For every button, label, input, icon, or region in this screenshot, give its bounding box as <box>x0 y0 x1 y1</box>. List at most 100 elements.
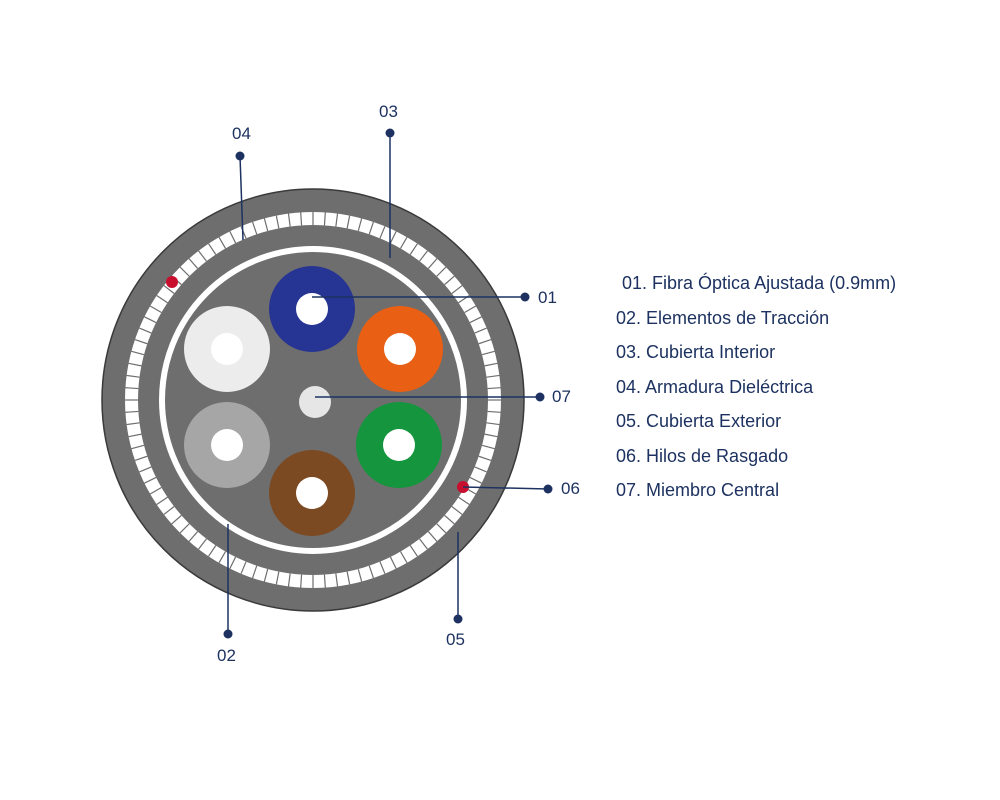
armor-segment <box>287 213 291 227</box>
armor-segment <box>481 444 495 450</box>
armor-segment <box>128 362 142 367</box>
armor-segment <box>419 538 428 550</box>
armor-segment <box>346 215 351 229</box>
legend-item-01: 01. Fibra Óptica Ajustada (0.9mm) <box>622 273 897 293</box>
legend-item-02: 02. Elementos de Tracción <box>616 307 830 328</box>
legend-item-07: 07. Miembro Central <box>616 480 780 500</box>
central-member <box>299 386 331 418</box>
armor-segment <box>275 215 280 229</box>
armor-segment <box>208 545 217 557</box>
armor-segment <box>464 305 477 314</box>
leader-endpoints <box>223 128 553 639</box>
armor-segment <box>409 243 418 255</box>
fiber-orange <box>357 306 443 392</box>
armor-segment <box>481 350 495 356</box>
armor-segment <box>171 514 182 525</box>
armor-segment <box>368 221 374 235</box>
armor-segment <box>287 573 291 587</box>
armor-segment <box>134 339 148 345</box>
callout-07: 07 <box>552 387 571 406</box>
armor-segment <box>335 573 339 587</box>
armor-segment <box>139 466 152 473</box>
armor-segment <box>451 506 463 515</box>
armor-segment <box>240 561 247 574</box>
armor-segment <box>229 556 237 569</box>
armor-segment <box>208 243 217 255</box>
leader-06 <box>462 486 549 490</box>
armor-segment <box>486 374 500 378</box>
ripcord-left <box>166 276 178 288</box>
armor-segment <box>163 285 175 294</box>
armor-segment <box>300 574 303 588</box>
armor-segment <box>357 218 363 232</box>
armor-segment <box>389 231 397 244</box>
callout-01: 01 <box>538 288 557 307</box>
armor-segment <box>252 221 258 235</box>
armor-segment <box>131 444 145 450</box>
legend-item-03: 03. Cubierta Interior <box>616 342 776 362</box>
armor-segments <box>125 212 501 588</box>
armor-segment <box>263 218 269 232</box>
dot-05 <box>453 614 463 624</box>
armor-segment <box>346 571 351 585</box>
dot-01 <box>520 292 530 302</box>
legend-item-04: 04. Armadura Dieléctrica <box>616 376 814 397</box>
fiber-gray <box>184 402 270 488</box>
armor-segment <box>427 531 438 542</box>
dot-02 <box>223 629 233 639</box>
fiber-core <box>211 333 243 365</box>
armor-segment <box>252 565 258 579</box>
dot-03 <box>385 128 395 138</box>
armor-segment <box>179 266 190 277</box>
callout-03: 03 <box>379 102 398 121</box>
armor-segment <box>484 433 498 438</box>
armor-segment <box>478 339 492 345</box>
dot-07 <box>535 392 545 402</box>
legend-item-05: 05. Cubierta Exterior <box>616 411 782 431</box>
strength-member-ring <box>159 246 467 554</box>
fiber-core <box>211 429 243 461</box>
armor-segment <box>379 226 386 239</box>
armor-segment <box>444 275 455 286</box>
armor-segment <box>126 422 140 426</box>
armor-segment <box>198 538 207 550</box>
armor-segment <box>323 212 326 226</box>
armor-segment <box>458 496 470 505</box>
armor-segment <box>357 568 363 582</box>
armor-segment <box>144 476 157 484</box>
callout-04: 04 <box>232 124 251 143</box>
armor-segment <box>335 213 339 227</box>
armor-segment <box>149 486 162 495</box>
armor-segment <box>134 455 148 461</box>
dot-04 <box>235 151 245 161</box>
armor-segment <box>368 565 374 579</box>
armor-segment <box>156 295 168 304</box>
legend-item-06: 06. Hilos de Rasgado <box>616 445 789 466</box>
armor-segment <box>218 551 227 564</box>
armor-segment <box>163 506 175 515</box>
fiber-core <box>383 429 415 461</box>
armor-segment <box>451 285 463 294</box>
armor-segment <box>399 551 408 564</box>
armor-segment <box>139 327 152 334</box>
armor-segment <box>436 523 447 534</box>
armor-segment <box>126 374 140 378</box>
armor-segment <box>486 422 500 426</box>
fiber-core <box>296 477 328 509</box>
armor-segment <box>149 305 162 314</box>
leader-lines <box>227 133 549 634</box>
armor-segment <box>125 387 139 390</box>
armor-segment <box>156 496 168 505</box>
callout-05: 05 <box>446 630 465 649</box>
fiber-core <box>384 333 416 365</box>
armor-segment <box>469 316 482 324</box>
armor-segment <box>409 545 418 557</box>
armor-segment <box>487 387 501 390</box>
armor-segment <box>323 574 326 588</box>
armor-segment <box>484 362 498 367</box>
leader-04 <box>239 155 244 241</box>
armor-segment <box>399 236 408 249</box>
armor-segment <box>300 212 303 226</box>
fiber-white <box>184 306 270 392</box>
